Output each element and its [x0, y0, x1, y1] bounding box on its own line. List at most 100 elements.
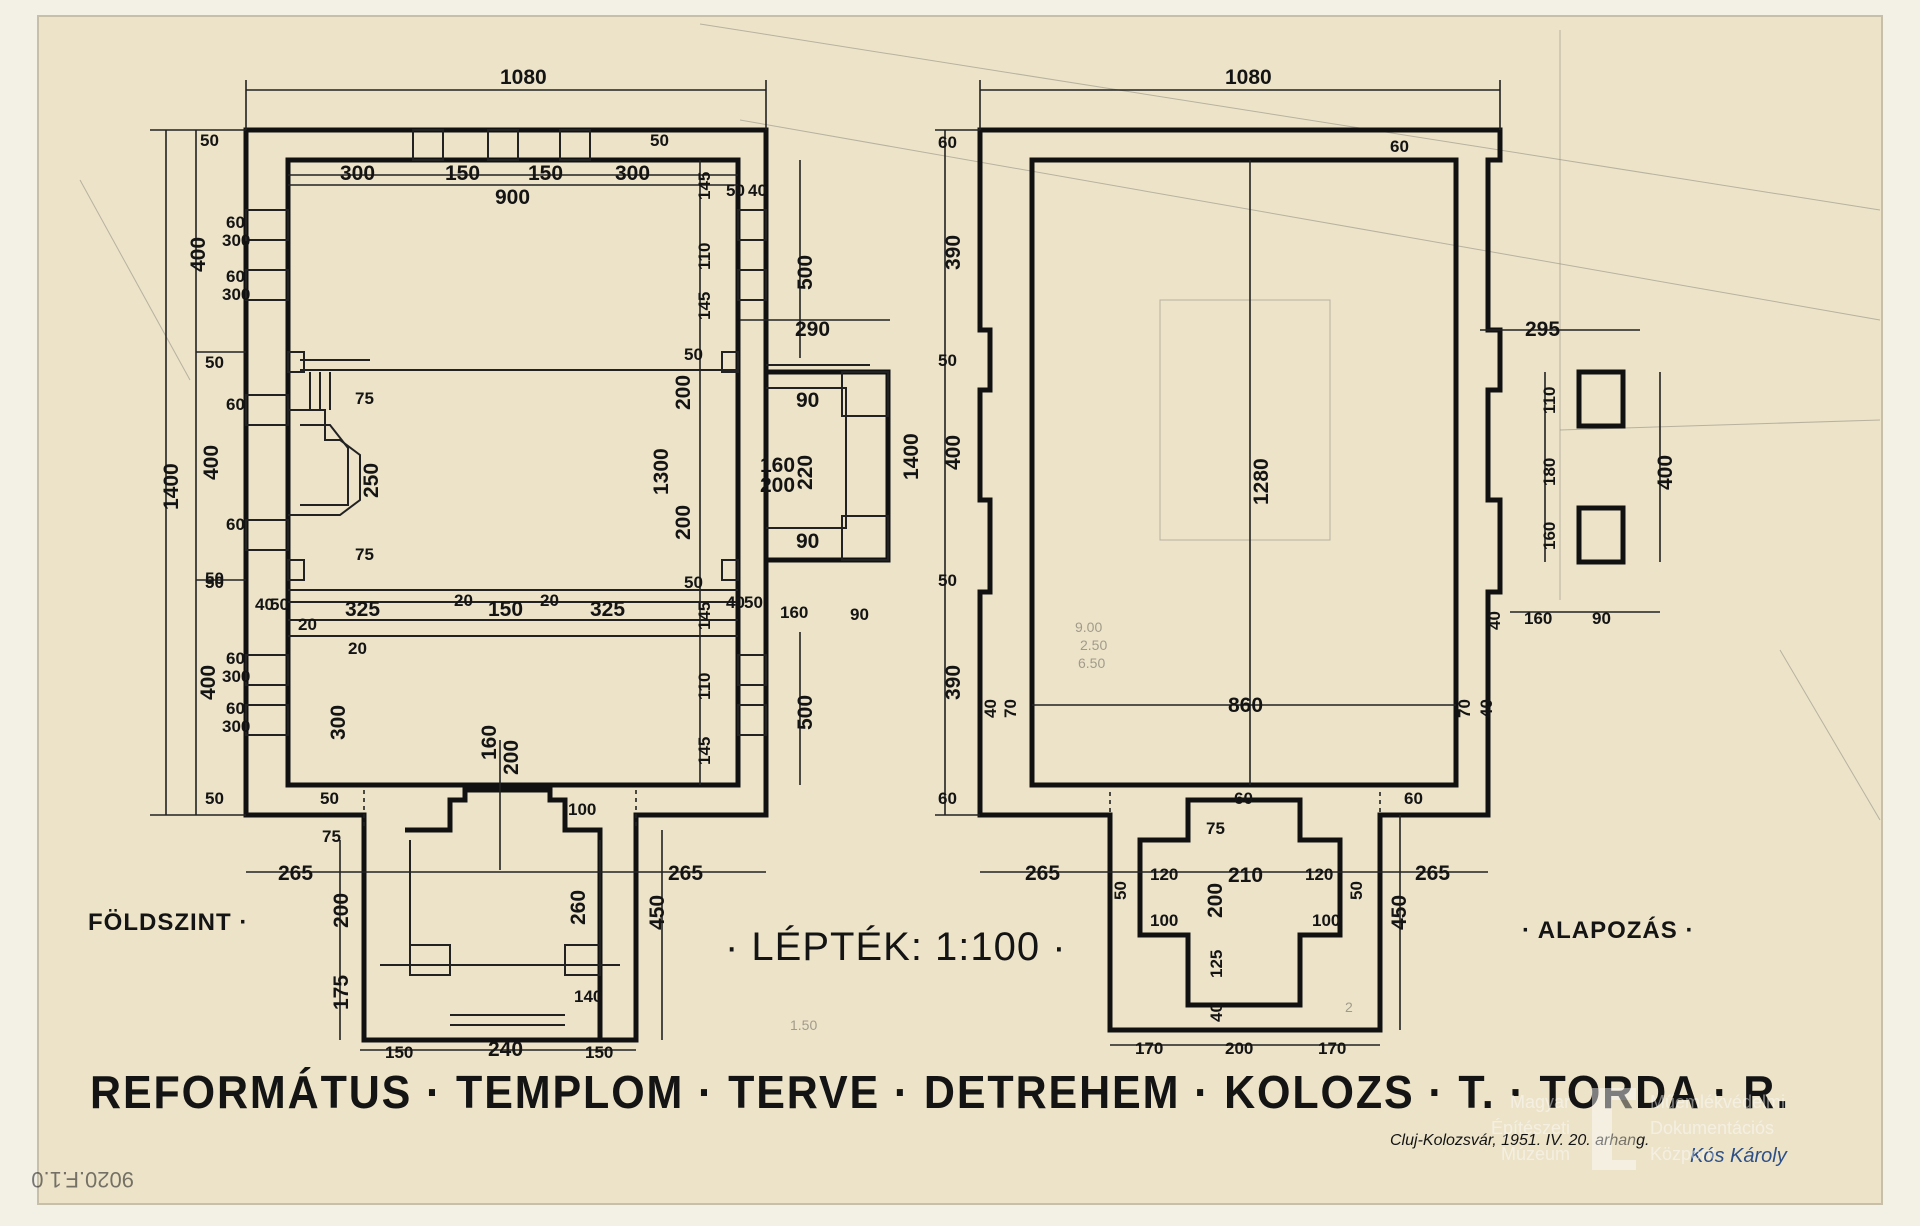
- svg-text:20: 20: [298, 615, 317, 634]
- svg-text:Központ: Központ: [1650, 1144, 1716, 1164]
- svg-text:40: 40: [1477, 699, 1496, 718]
- svg-text:300: 300: [222, 285, 250, 304]
- svg-text:20: 20: [348, 639, 367, 658]
- svg-text:20: 20: [540, 591, 559, 610]
- svg-text:290: 290: [795, 318, 830, 341]
- archive-number: 9020.F.1.0: [31, 1167, 134, 1192]
- svg-text:1.50: 1.50: [790, 1017, 817, 1033]
- svg-text:160: 160: [1524, 609, 1552, 628]
- svg-text:50: 50: [1111, 881, 1130, 900]
- svg-text:200: 200: [672, 505, 695, 540]
- svg-text:Dokumentációs: Dokumentációs: [1650, 1118, 1774, 1138]
- ground-floor-label: FÖLDSZINT ·: [88, 909, 248, 936]
- svg-text:50: 50: [320, 789, 339, 808]
- svg-text:160: 160: [478, 725, 501, 760]
- svg-text:90: 90: [850, 605, 869, 624]
- sheet-title: REFORMÁTUS · TEMPLOM · TERVE · DETREHEM …: [90, 1066, 1790, 1118]
- svg-text:900: 900: [495, 186, 530, 209]
- svg-text:40: 40: [1207, 1003, 1226, 1022]
- svg-text:400: 400: [187, 237, 210, 272]
- svg-text:325: 325: [345, 598, 380, 621]
- svg-text:70: 70: [1001, 699, 1020, 718]
- svg-text:90: 90: [1592, 609, 1611, 628]
- svg-text:50: 50: [684, 345, 703, 364]
- svg-text:400: 400: [197, 665, 220, 700]
- foundation-dimensions: 1080 60 60 390 50 400 50 390 60 40 70 70…: [938, 66, 1677, 1058]
- svg-text:200: 200: [500, 740, 523, 775]
- svg-text:150: 150: [528, 162, 563, 185]
- svg-text:160: 160: [780, 603, 808, 622]
- svg-text:2.50: 2.50: [1080, 637, 1107, 653]
- svg-text:75: 75: [1206, 819, 1225, 838]
- svg-text:6.50: 6.50: [1078, 655, 1105, 671]
- svg-text:Múzeum: Múzeum: [1501, 1144, 1570, 1164]
- svg-text:9.00: 9.00: [1075, 619, 1102, 635]
- svg-text:90: 90: [796, 530, 819, 553]
- svg-text:60: 60: [226, 649, 245, 668]
- svg-text:70: 70: [1455, 699, 1474, 718]
- museum-watermark: Magyar Építészeti Múzeum Műemlékvédelmi …: [1491, 1088, 1785, 1170]
- svg-text:390: 390: [942, 235, 965, 270]
- svg-text:265: 265: [1415, 862, 1450, 885]
- svg-text:75: 75: [355, 545, 374, 564]
- svg-text:60: 60: [938, 133, 957, 152]
- svg-text:150: 150: [445, 162, 480, 185]
- svg-text:40: 40: [1485, 611, 1504, 630]
- svg-text:60: 60: [226, 267, 245, 286]
- svg-text:60: 60: [938, 789, 957, 808]
- svg-text:325: 325: [590, 598, 625, 621]
- svg-text:220: 220: [794, 455, 817, 490]
- svg-text:50: 50: [205, 353, 224, 372]
- svg-text:450: 450: [646, 895, 669, 930]
- svg-text:390: 390: [942, 665, 965, 700]
- svg-text:300: 300: [222, 717, 250, 736]
- svg-text:260: 260: [567, 890, 590, 925]
- svg-text:75: 75: [355, 389, 374, 408]
- svg-text:500: 500: [794, 695, 817, 730]
- ground-floor-dimension-lines: [150, 80, 890, 1051]
- svg-text:50: 50: [200, 131, 219, 150]
- svg-text:170: 170: [1135, 1039, 1163, 1058]
- svg-text:300: 300: [340, 162, 375, 185]
- svg-text:175: 175: [330, 975, 353, 1010]
- ground-floor-plan: [243, 127, 891, 1043]
- svg-text:400: 400: [1654, 455, 1677, 490]
- svg-text:20: 20: [454, 591, 473, 610]
- svg-text:100: 100: [1312, 911, 1340, 930]
- svg-text:200: 200: [672, 375, 695, 410]
- svg-text:400: 400: [942, 435, 965, 470]
- svg-text:250: 250: [360, 463, 383, 498]
- dim-gf-total-width: 1080: [500, 66, 547, 89]
- svg-text:100: 100: [568, 800, 596, 819]
- svg-text:110: 110: [1540, 387, 1559, 414]
- svg-text:265: 265: [1025, 862, 1060, 885]
- svg-text:40: 40: [255, 595, 274, 614]
- svg-text:60: 60: [226, 699, 245, 718]
- svg-text:50: 50: [270, 595, 289, 614]
- svg-text:1400: 1400: [900, 433, 923, 480]
- svg-text:300: 300: [615, 162, 650, 185]
- svg-text:265: 265: [668, 862, 703, 885]
- svg-text:Magyar: Magyar: [1510, 1092, 1570, 1112]
- faint-notes: 9.00 2.50 6.50 1.50 2: [790, 619, 1353, 1033]
- svg-text:50: 50: [938, 571, 957, 590]
- svg-text:295: 295: [1525, 318, 1560, 341]
- svg-text:145: 145: [695, 292, 714, 320]
- svg-text:160: 160: [760, 454, 795, 477]
- svg-text:60: 60: [1404, 789, 1423, 808]
- svg-text:240: 240: [488, 1038, 523, 1061]
- svg-text:200: 200: [1204, 883, 1227, 918]
- svg-text:145: 145: [695, 602, 714, 630]
- svg-text:300: 300: [222, 667, 250, 686]
- paper: [37, 15, 1883, 1205]
- svg-text:2: 2: [1345, 999, 1353, 1015]
- svg-text:75: 75: [322, 827, 341, 846]
- svg-text:150: 150: [585, 1043, 613, 1062]
- watermark-logo: [1592, 1088, 1636, 1170]
- svg-text:125: 125: [1207, 950, 1226, 978]
- svg-text:50: 50: [1347, 881, 1366, 900]
- svg-text:300: 300: [222, 231, 250, 250]
- svg-text:145: 145: [695, 172, 714, 200]
- svg-text:100: 100: [1150, 911, 1178, 930]
- svg-text:60: 60: [226, 213, 245, 232]
